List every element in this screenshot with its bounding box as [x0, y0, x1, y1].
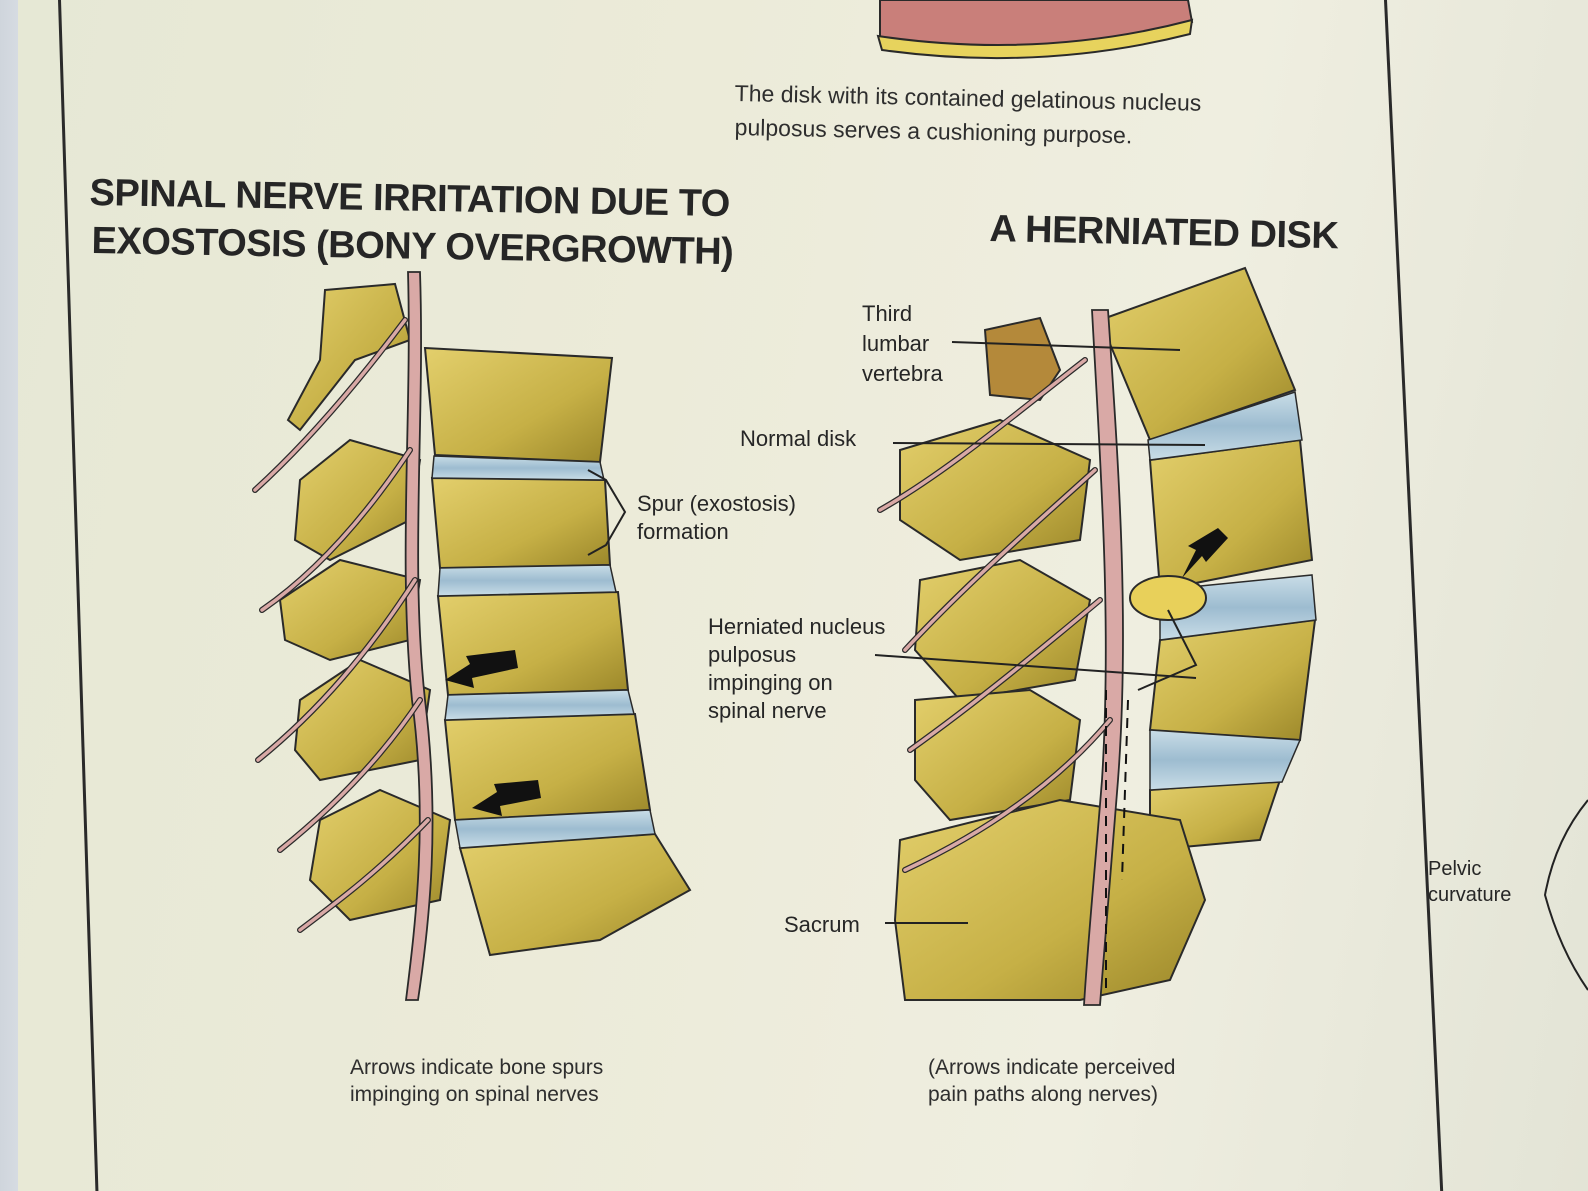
normal-disk-label: Normal disk	[740, 425, 856, 452]
pelvic-label-line2: curvature	[1428, 882, 1511, 909]
third-lumbar-line3: vertebra	[862, 360, 943, 387]
right-title: A HERNIATED DISK	[989, 208, 1339, 258]
herniated-line1: Herniated nucleus	[708, 613, 885, 640]
spur-label-line1: Spur (exostosis)	[637, 490, 796, 517]
right-caption-line1: (Arrows indicate perceived	[928, 1055, 1175, 1081]
spur-label-line2: formation	[637, 518, 729, 545]
third-lumbar-line1: Third	[862, 300, 912, 327]
herniated-line2: pulposus	[708, 641, 796, 668]
left-caption-line2: impinging on spinal nerves	[350, 1082, 599, 1108]
right-spine-illustration	[880, 268, 1316, 1005]
left-spine-illustration	[255, 272, 690, 1000]
herniated-line4: spinal nerve	[708, 697, 827, 724]
pelvic-label-line1: Pelvic	[1428, 856, 1481, 883]
right-caption-line2: pain paths along nerves)	[928, 1082, 1158, 1108]
left-caption-line1: Arrows indicate bone spurs	[350, 1055, 603, 1081]
herniated-line3: impinging on	[708, 669, 833, 696]
sacrum-label: Sacrum	[784, 911, 860, 938]
top-disk-illustration	[878, 0, 1192, 58]
pelvic-bracket	[1545, 800, 1588, 990]
third-lumbar-line2: lumbar	[862, 330, 929, 357]
